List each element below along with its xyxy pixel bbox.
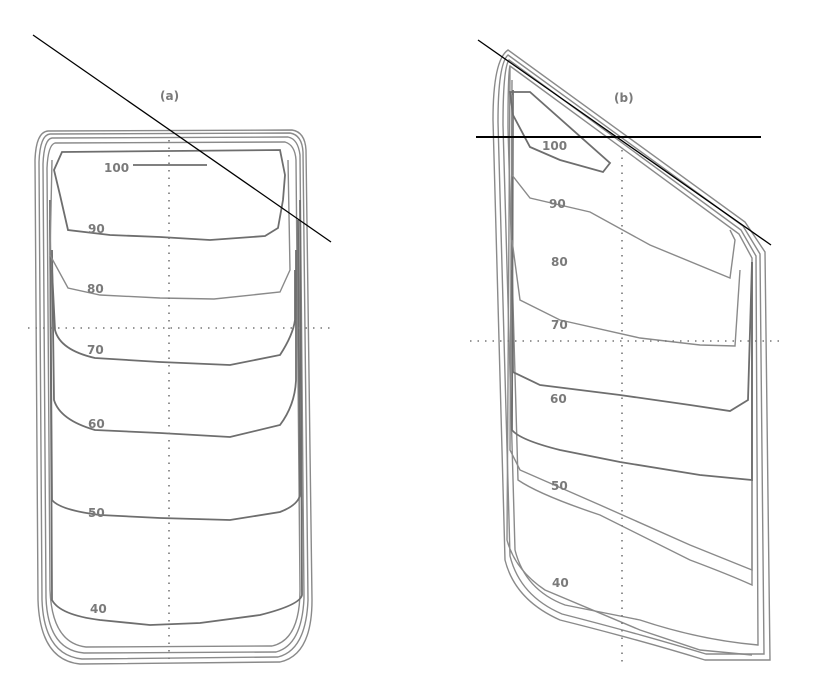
isodose-label: 80 (551, 255, 568, 269)
isodose-40-b (506, 65, 753, 656)
isodose-60-b (511, 89, 753, 481)
panel-a-outer-contours (34, 129, 313, 665)
isodose-label: 90 (549, 197, 566, 211)
panel-b-outer-contours (492, 49, 771, 661)
isodose-100-b (508, 91, 612, 174)
isodose-label: 60 (550, 392, 567, 406)
panel-a-reference-line (32, 34, 332, 243)
isodose-40-a (49, 199, 303, 626)
isodose-label: 100 (104, 161, 129, 175)
isodose-70-b (511, 261, 753, 412)
isodose-label: 90 (88, 222, 105, 236)
isodose-50-b (509, 79, 753, 572)
panel-a-label: (a) (160, 89, 179, 103)
isodose-label: 60 (88, 417, 105, 431)
panel-b-reference-line-oblique (477, 39, 772, 246)
isodose-label: 50 (551, 479, 568, 493)
panel-b-label: (b) (614, 91, 634, 105)
isodose-label: 50 (88, 506, 105, 520)
isodose-label: 100 (542, 139, 567, 153)
isodose-60-a (51, 249, 297, 438)
panel-a: (a) 100 90 80 70 60 50 40 (28, 34, 332, 665)
isodose-label: 80 (87, 282, 104, 296)
isodose-label: 70 (87, 343, 104, 357)
isodose-label: 70 (551, 318, 568, 332)
isodose-80-b (511, 239, 741, 347)
isodose-70-a (51, 269, 296, 366)
isodose-80-a (49, 159, 291, 300)
isodose-90-a (53, 149, 286, 241)
isodose-50-a (49, 219, 301, 521)
isodose-label: 40 (90, 602, 107, 616)
isodose-label: 40 (552, 576, 569, 590)
panel-b: (b) 100 90 80 70 60 50 40 (470, 39, 785, 665)
isodose-90-b (511, 95, 736, 279)
